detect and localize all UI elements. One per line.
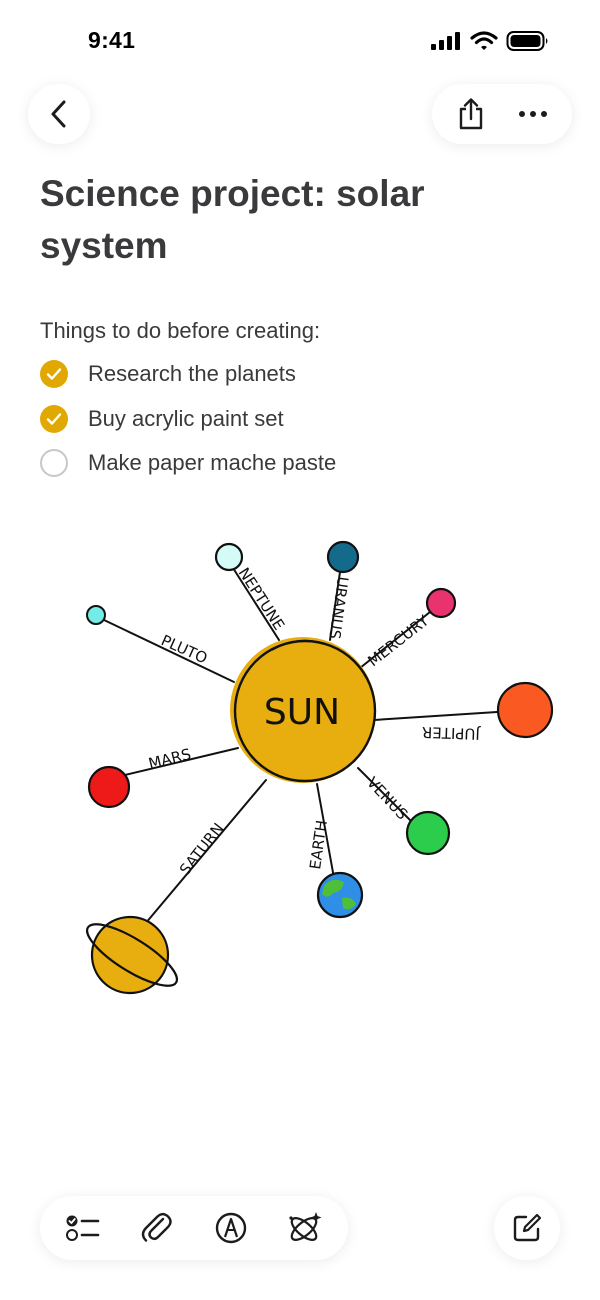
neptune-connector	[232, 567, 280, 641]
bottom-toolbar	[40, 1196, 348, 1260]
checkmark-icon	[46, 413, 62, 425]
share-icon	[459, 98, 483, 130]
attachment-button[interactable]	[133, 1204, 181, 1252]
compose-button[interactable]	[494, 1196, 560, 1260]
checklist-button[interactable]	[59, 1204, 107, 1252]
pluto	[86, 605, 106, 625]
checkbox-unchecked[interactable]	[40, 449, 68, 478]
status-icons	[430, 30, 550, 52]
mars-label: MARS	[147, 745, 193, 773]
checklist-item: Buy acrylic paint set	[40, 397, 336, 442]
checklist-item-label[interactable]: Research the planets	[88, 361, 296, 387]
sparkle-atom-icon	[289, 1212, 322, 1241]
checkmark-icon	[46, 368, 62, 380]
ellipsis-icon	[519, 111, 547, 117]
saturn-label: SATURN	[176, 820, 228, 879]
image-playground-button[interactable]	[281, 1204, 329, 1252]
saturn	[85, 915, 179, 995]
paperclip-icon	[141, 1212, 172, 1242]
note-title[interactable]: Science project: solar system	[40, 173, 425, 266]
checklist: Research the planets Buy acrylic paint s…	[40, 352, 336, 486]
jupiter-label: JUPITER	[422, 723, 482, 743]
back-button[interactable]	[28, 84, 90, 144]
more-button[interactable]	[509, 90, 557, 138]
wifi-icon	[470, 31, 498, 50]
checklist-icon	[66, 1215, 100, 1241]
uranus-connector	[329, 571, 341, 641]
battery-icon	[506, 31, 548, 51]
neptune	[214, 542, 244, 572]
sun-label: SUN	[264, 692, 340, 733]
checkbox-checked[interactable]	[40, 360, 68, 389]
sun: SUN	[230, 637, 377, 783]
markup-button[interactable]	[207, 1204, 255, 1252]
checklist-item-label[interactable]: Buy acrylic paint set	[88, 405, 284, 431]
venus	[405, 810, 451, 856]
pen-circle-icon	[215, 1212, 247, 1244]
pluto-label: PLUTO	[158, 631, 210, 667]
status-bar: 9:41	[0, 0, 600, 80]
checklist-item-label[interactable]: Make paper mache paste	[88, 450, 337, 476]
status-time: 9:41	[88, 27, 136, 53]
mars-connector	[124, 747, 239, 776]
mercury-label: MERCURY	[364, 611, 433, 670]
compose-icon	[513, 1213, 542, 1242]
note-actions-group	[432, 84, 572, 144]
mars	[87, 765, 131, 809]
jupiter	[496, 681, 554, 739]
earth-label: EARTH	[306, 819, 331, 871]
checklist-item: Research the planets	[40, 352, 336, 397]
earth-connector	[316, 783, 335, 879]
checklist-item: Make paper mache paste	[40, 441, 336, 486]
solar-system-sketch[interactable]: SUN NEPTUNE URANUS MERCURY JUPITER VENUS…	[0, 500, 600, 1020]
checklist-heading[interactable]: Things to do before creating:	[40, 318, 321, 343]
chevron-left-icon	[51, 100, 66, 128]
share-button[interactable]	[447, 90, 495, 138]
uranus	[326, 540, 360, 574]
saturn-connector	[144, 779, 267, 925]
uranus-label: URANUS	[325, 575, 352, 640]
earth	[316, 871, 364, 919]
jupiter-connector	[373, 711, 498, 721]
cellular-signal-icon	[431, 32, 460, 50]
mercury-connector	[359, 611, 431, 669]
venus-connector	[357, 767, 413, 823]
checkbox-checked[interactable]	[40, 404, 68, 433]
neptune-label: NEPTUNE	[235, 564, 289, 633]
pluto-connector	[103, 619, 235, 683]
venus-label: VENUS	[363, 773, 411, 823]
mercury	[425, 587, 457, 619]
